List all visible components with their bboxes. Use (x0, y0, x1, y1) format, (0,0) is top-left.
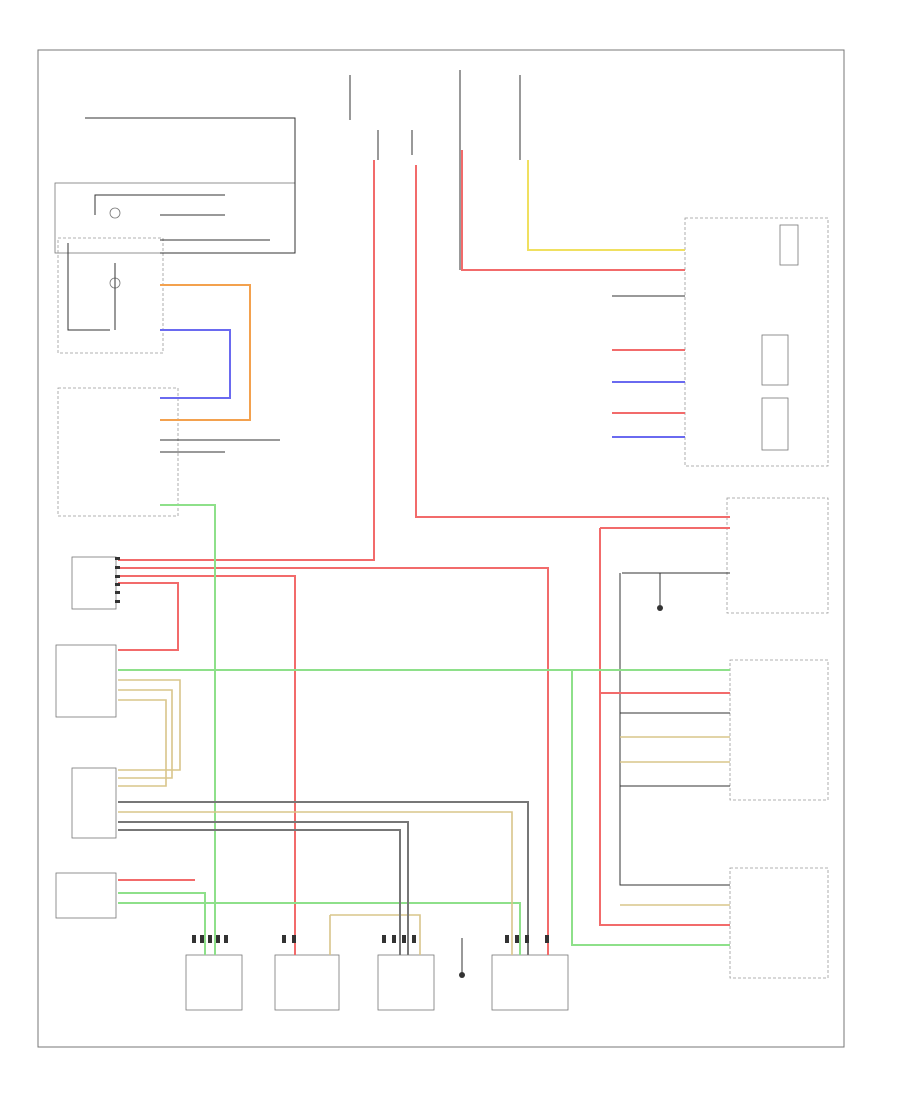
combination-switch-box (57, 237, 164, 354)
diagram-frame (37, 49, 845, 1048)
ground-icon (657, 605, 663, 611)
headlight-switch-box (54, 182, 296, 254)
connector-pins (115, 557, 549, 943)
bottom-connector-1 (185, 954, 243, 1011)
red-wires (118, 150, 730, 955)
left-connector-box-1 (71, 556, 117, 610)
cluster-internal-3 (779, 224, 799, 266)
ecu-left-box (57, 387, 179, 517)
cluster-internal-1 (761, 334, 789, 386)
tan-wires (118, 679, 730, 955)
left-sensor-box-2 (55, 872, 117, 919)
cluster-internal-2 (761, 397, 789, 451)
green-wires (118, 504, 730, 955)
rear-sensor-right-box (729, 659, 829, 801)
ground-icon-2 (459, 972, 465, 978)
bottom-connector-3 (377, 954, 435, 1011)
switch-contact-1 (109, 207, 121, 219)
left-connector-box-2 (71, 767, 117, 839)
orange-wires (160, 284, 251, 421)
bottom-connector-4 (491, 954, 569, 1011)
gray-wires (118, 801, 529, 955)
instrument-cluster-box (684, 217, 829, 467)
blue-wires (160, 329, 685, 438)
rear-sensor-left-box (729, 867, 829, 979)
brake-sensor-box (726, 497, 829, 614)
black-wires (67, 70, 730, 975)
left-sensor-box-1 (55, 644, 117, 718)
bottom-connector-2 (274, 954, 340, 1011)
yellow-wires (527, 160, 685, 251)
